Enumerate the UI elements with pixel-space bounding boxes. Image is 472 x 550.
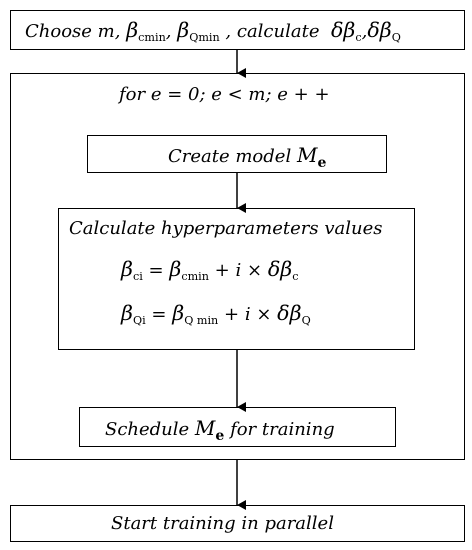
cmin-subscript: cmin [181, 269, 209, 283]
start-training-text: Start training in parallel [111, 513, 334, 534]
qmin-subscript: Q min [184, 313, 219, 327]
model-symbol: M [296, 143, 318, 167]
times-sign: × [246, 260, 263, 281]
q-subscript: Q [391, 30, 401, 44]
delta-beta-q: δβ [367, 18, 392, 42]
create-model-label: Create model [168, 146, 292, 167]
ci-subscript: ci [132, 269, 143, 283]
delta-beta-c: δβ [330, 18, 356, 42]
q-subscript: Q [301, 313, 311, 327]
times-sign: × [256, 304, 272, 325]
calculate-label: , calculate [225, 21, 320, 42]
start-training-box: Start training in parallel [10, 505, 465, 542]
delta-beta-c: δβ [267, 257, 293, 281]
beta-symbol: β [121, 257, 133, 281]
i-symbol: i [235, 260, 242, 281]
schedule-box: Schedule Me for training [79, 407, 396, 447]
choose-params-text: Choose m, βcmin, βQmin , calculate δβc,δ… [25, 18, 401, 44]
choose-params-box: Choose m, βcmin, βQmin , calculate δβc,δ… [10, 10, 465, 50]
equals-sign: = [148, 260, 164, 281]
delta-beta-q: δβ [277, 301, 302, 325]
hyperparameters-box: Calculate hyperparameters values βci = β… [58, 208, 415, 350]
c-subscript: c [292, 269, 299, 283]
create-model-box: Create model Me [87, 135, 387, 173]
loop-header: for e = 0; e < m; e + + [119, 84, 330, 105]
qi-subscript: Qi [132, 313, 146, 327]
create-model-text: Create model Me [168, 143, 326, 171]
plus-sign: + [214, 260, 230, 281]
beta-symbol: β [177, 18, 190, 42]
model-symbol: M [194, 416, 216, 440]
choose-label: Choose [25, 21, 92, 42]
beta-symbol: β [126, 18, 139, 42]
i-symbol: i [244, 304, 251, 325]
beta-symbol: β [172, 301, 185, 325]
equation-beta-qi: βQi = βQ min + i × δβQ [121, 301, 311, 327]
schedule-text: Schedule Me for training [105, 416, 335, 444]
beta-symbol: β [169, 257, 182, 281]
schedule-label: Schedule [105, 419, 190, 440]
cmin-subscript: cmin [138, 30, 166, 44]
m-symbol: m, [97, 21, 121, 42]
hyperparameters-title: Calculate hyperparameters values [69, 218, 383, 239]
model-subscript: e [215, 427, 225, 444]
beta-symbol: β [121, 301, 133, 325]
c-subscript: c [355, 30, 362, 44]
separator: , [165, 21, 172, 42]
comma: , [361, 21, 368, 42]
qmin-subscript: Qmin [189, 30, 220, 44]
equation-beta-ci: βci = βcmin + i × δβc [121, 257, 298, 283]
equals-sign: = [151, 304, 167, 325]
schedule-tail: for training [230, 419, 335, 440]
model-subscript: e [317, 154, 327, 171]
plus-sign: + [223, 304, 240, 325]
